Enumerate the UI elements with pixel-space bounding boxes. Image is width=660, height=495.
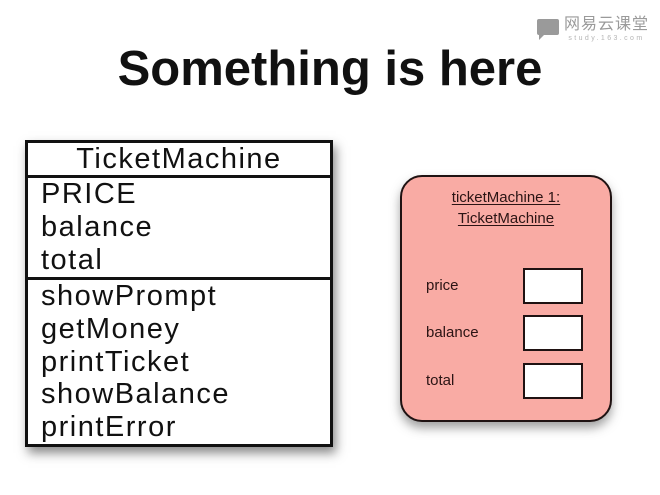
class-field: balance bbox=[41, 211, 154, 243]
slide-title: Something is here bbox=[117, 42, 543, 96]
price-value-box bbox=[523, 268, 583, 304]
logo-text: 网易云课堂 study.163.com bbox=[564, 15, 649, 43]
class-field: total bbox=[41, 244, 104, 276]
object-field-row: balance bbox=[402, 315, 610, 351]
object-field-row: price bbox=[402, 268, 610, 304]
object-name: ticketMachine 1: bbox=[451, 189, 561, 206]
class-fields-compartment: PRICE balance total bbox=[28, 178, 330, 280]
class-methods-compartment: showPrompt getMoney printTicket showBala… bbox=[28, 280, 330, 444]
field-label-total: total bbox=[426, 372, 455, 389]
uml-object-diagram: ticketMachine 1: TicketMachine price bal… bbox=[400, 175, 612, 422]
total-value-box bbox=[523, 363, 583, 399]
object-header: ticketMachine 1: TicketMachine bbox=[402, 187, 610, 229]
field-label-balance: balance bbox=[426, 324, 479, 341]
class-name: TicketMachine bbox=[28, 143, 330, 178]
field-label-price: price bbox=[426, 277, 459, 294]
class-method: printError bbox=[41, 411, 177, 444]
object-class-name: TicketMachine bbox=[457, 210, 555, 227]
class-method: showPrompt bbox=[41, 280, 218, 312]
class-method: getMoney bbox=[41, 312, 181, 345]
balance-value-box bbox=[523, 315, 583, 351]
netease-cloud-classroom-logo: 网易云课堂 study.163.com bbox=[536, 15, 649, 43]
logo-subtext: study.163.com bbox=[568, 35, 645, 42]
logo-brand: 网易云课堂 bbox=[563, 16, 649, 33]
class-method: showBalance bbox=[41, 378, 230, 411]
class-method: printTicket bbox=[41, 345, 191, 378]
screen-bubble-icon bbox=[536, 19, 559, 40]
class-field: PRICE bbox=[41, 178, 138, 210]
object-field-row: total bbox=[402, 363, 610, 399]
uml-class-diagram: TicketMachine PRICE balance total showPr… bbox=[25, 140, 333, 447]
